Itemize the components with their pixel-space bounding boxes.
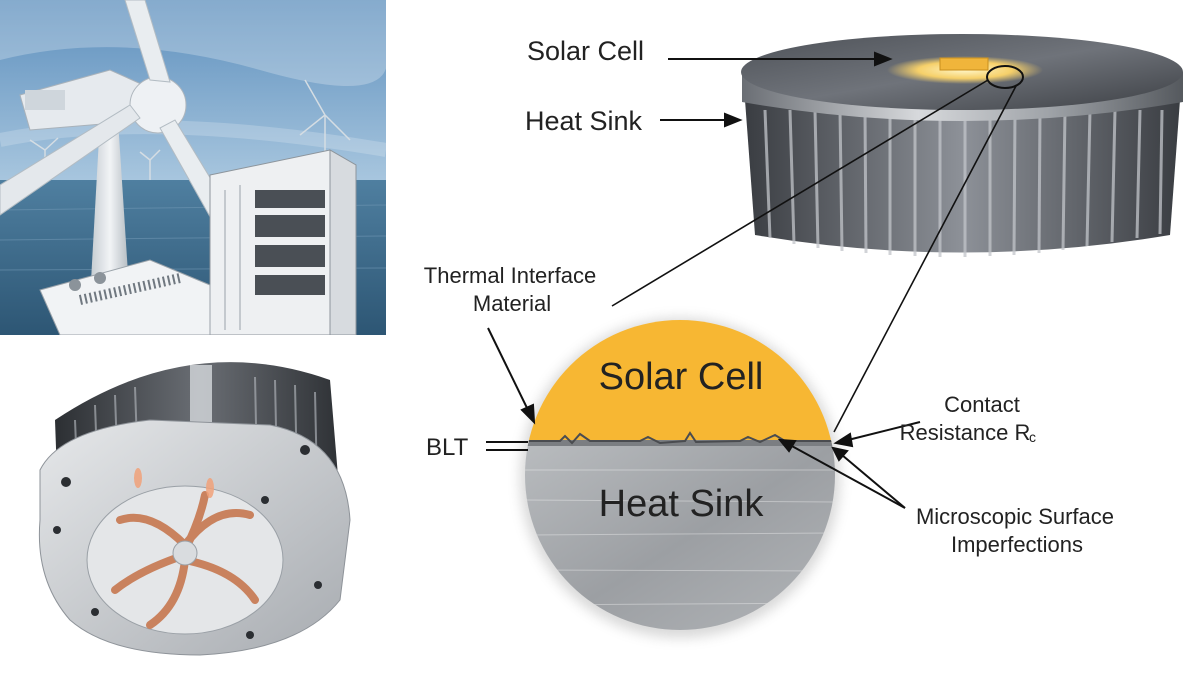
copper-heat-pipes bbox=[111, 491, 259, 629]
label-solar-cell-top: Solar Cell bbox=[527, 36, 644, 66]
wind-turbine-photo bbox=[0, 0, 386, 335]
label-micro-line2: Imperfections bbox=[951, 532, 1083, 557]
label-tim-line2: Material bbox=[473, 291, 551, 316]
converter-cabinet bbox=[209, 149, 357, 335]
finned-heat-sink bbox=[741, 34, 1183, 257]
heat-sink-region bbox=[525, 443, 835, 630]
surface-imperfections bbox=[525, 431, 835, 445]
label-micro-line1: Microscopic Surface bbox=[916, 504, 1114, 529]
label-contact-line2: Resistance R bbox=[900, 420, 1031, 445]
label-contact-subscript: c bbox=[1029, 429, 1036, 445]
inverter-unit bbox=[39, 259, 211, 335]
zoom-marker bbox=[986, 65, 1024, 89]
label-solar-cell-zoom: Solar Cell bbox=[599, 356, 764, 398]
label-tim-line1: Thermal Interface bbox=[424, 263, 596, 288]
label-heat-sink-top: Heat Sink bbox=[525, 106, 643, 136]
zoom-lines bbox=[611, 79, 1017, 433]
label-heat-sink-zoom: Heat Sink bbox=[599, 483, 765, 525]
label-contact-line1: Contact bbox=[944, 392, 1020, 417]
label-blt: BLT bbox=[426, 434, 469, 461]
heat-pipe-heat-sink-render bbox=[38, 362, 351, 656]
thermal-interface-layer bbox=[525, 440, 835, 446]
annotation-arrows bbox=[486, 51, 921, 509]
solar-cell-chip bbox=[939, 57, 989, 71]
